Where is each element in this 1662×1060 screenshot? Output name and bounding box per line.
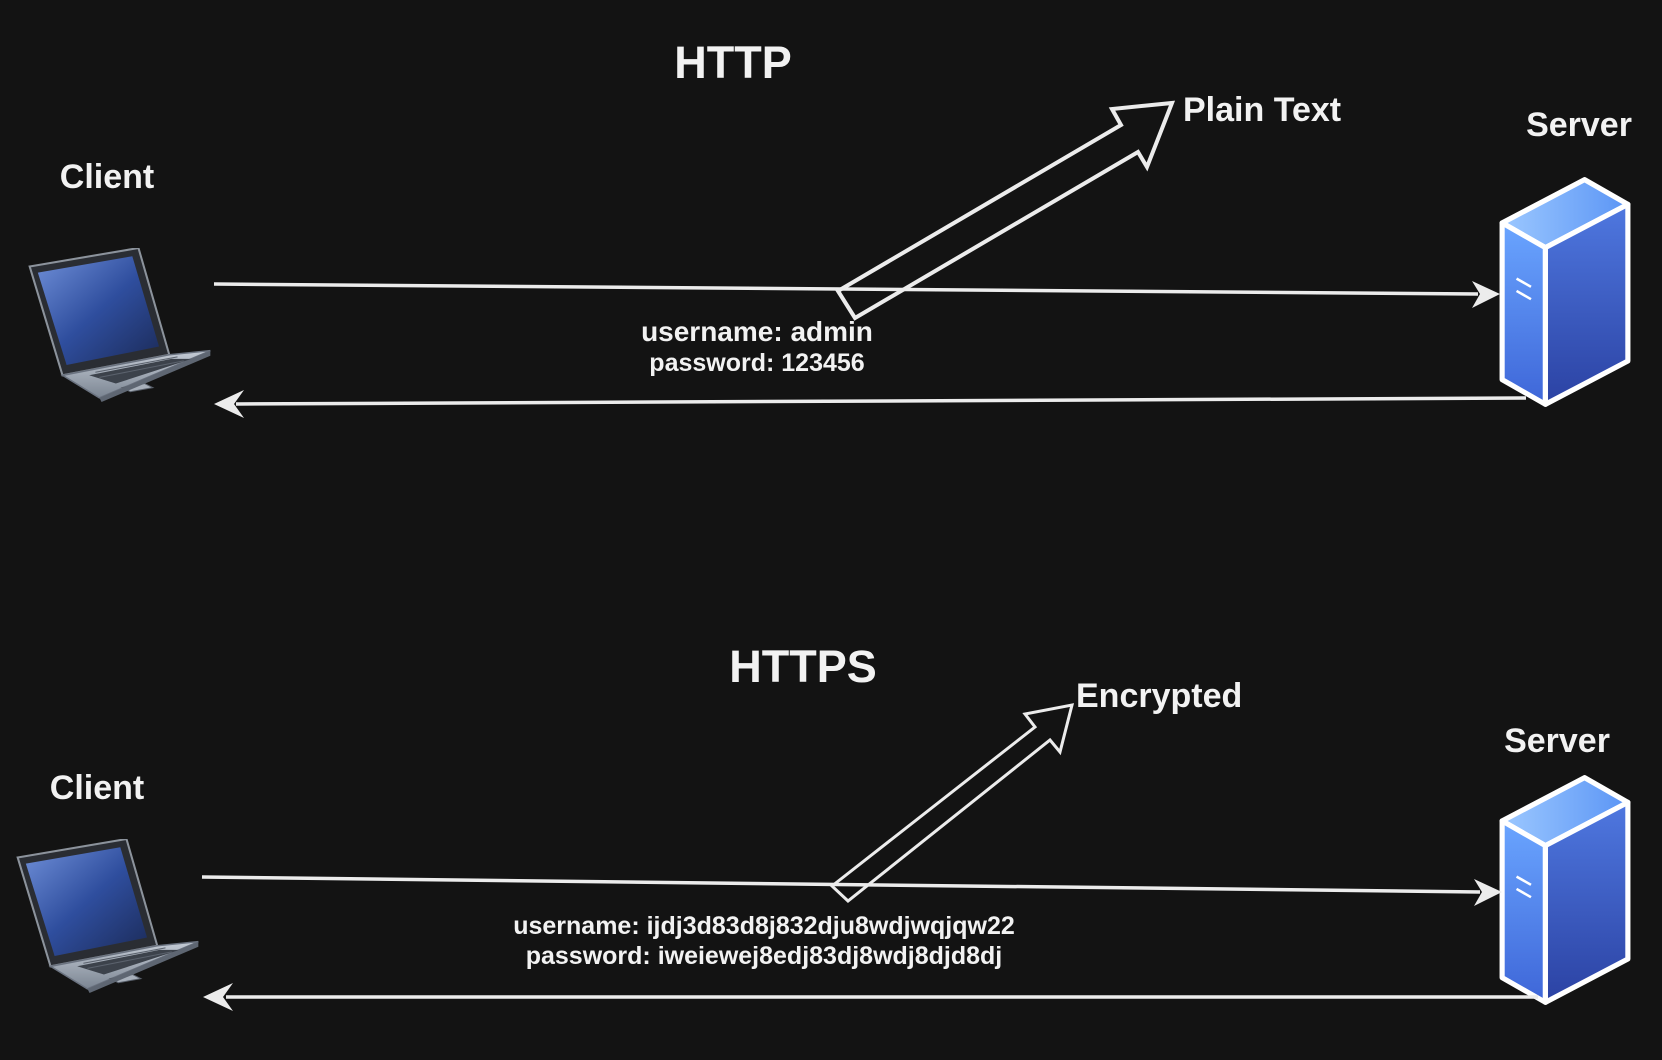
https-password-text: password: iweiewej8edj83dj8wdj8djd8dj: [526, 942, 1003, 970]
http-server-label: Server: [1526, 106, 1632, 144]
https-response-arrow: [203, 983, 1538, 1011]
https-username-text: username: ijdj3d83d8j832dju8wdjwqjqw22: [513, 912, 1015, 940]
https-encrypted-block-arrow: [829, 703, 1075, 903]
http-response-arrow: [214, 390, 1527, 418]
http-section: HTTP Client Server Plain Text username: …: [28, 37, 1632, 418]
https-section: HTTPS Client Server Encrypted username: …: [16, 641, 1628, 1011]
http-callout-plain-text: Plain Text: [1183, 91, 1341, 129]
http-plaintext-block-arrow: [835, 100, 1176, 321]
http-client-label: Client: [60, 158, 154, 196]
http-request-arrow: [213, 281, 1500, 308]
http-client-laptop-icon: [28, 248, 212, 402]
https-title: HTTPS: [729, 641, 877, 692]
https-request-arrow: [201, 875, 1502, 906]
http-server-icon: [1502, 180, 1628, 405]
https-server-label: Server: [1504, 722, 1610, 760]
https-client-label: Client: [50, 769, 144, 807]
https-client-laptop-icon: [16, 839, 200, 993]
http-title: HTTP: [674, 37, 792, 88]
http-username-text: username: admin: [641, 316, 873, 347]
http-password-text: password: 123456: [649, 349, 864, 377]
https-server-icon: [1502, 778, 1628, 1003]
https-callout-encrypted: Encrypted: [1076, 677, 1242, 715]
